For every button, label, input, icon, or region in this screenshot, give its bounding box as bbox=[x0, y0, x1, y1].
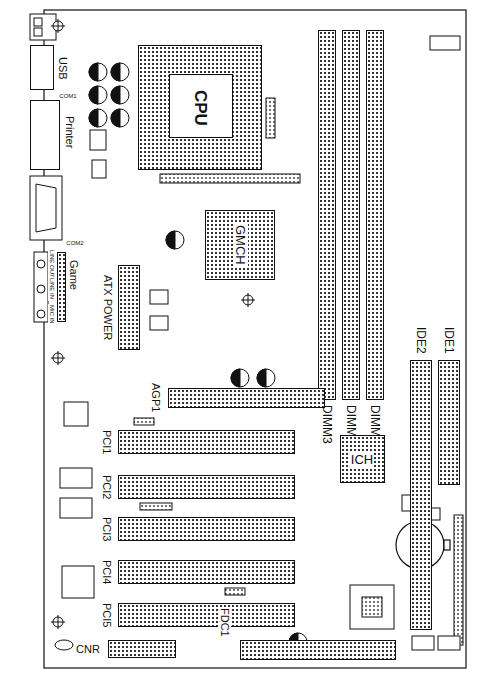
audio-jacks bbox=[37, 285, 45, 293]
part-label: FDC1 bbox=[218, 607, 231, 638]
mounting-hole bbox=[51, 19, 325, 659]
ic-chip bbox=[350, 585, 394, 629]
ic-chip bbox=[60, 36, 460, 650]
part-label: PCI2 bbox=[100, 474, 113, 500]
part-label: IDE1 bbox=[442, 326, 456, 355]
io-ports bbox=[30, 14, 56, 40]
port-label: LINE OUT bbox=[48, 249, 56, 279]
pci-slot: PCI1 bbox=[118, 430, 295, 454]
io-ports bbox=[34, 28, 42, 36]
audio-jacks bbox=[37, 260, 45, 268]
pin-header bbox=[266, 98, 275, 138]
pin-header bbox=[140, 503, 172, 510]
pci-slot: PCI5 bbox=[118, 603, 295, 627]
part-label: IDE2 bbox=[414, 326, 428, 355]
part-label: PCI4 bbox=[100, 559, 113, 585]
part-label: ICH bbox=[350, 452, 374, 467]
capacitor bbox=[166, 231, 184, 249]
mounting-hole bbox=[51, 615, 65, 629]
part-label: PCI5 bbox=[100, 602, 113, 628]
port-label: MIC IN bbox=[48, 304, 56, 325]
usb-port: USB bbox=[30, 45, 54, 90]
pin-header bbox=[160, 174, 300, 183]
capacitor bbox=[257, 369, 266, 387]
capacitor bbox=[166, 231, 175, 249]
game-port: Game bbox=[57, 252, 66, 322]
port-label: LINE IN bbox=[48, 277, 56, 300]
memory-slot: DIMM1 bbox=[366, 30, 384, 400]
ic-chip bbox=[64, 402, 88, 426]
ide-connector: IDE2 bbox=[410, 360, 432, 630]
audio-jacks bbox=[34, 252, 48, 322]
port-label: COM2 bbox=[65, 239, 84, 247]
part-label: Printer bbox=[63, 115, 76, 149]
capacitor bbox=[231, 369, 240, 387]
part-label: PCI3 bbox=[100, 516, 113, 542]
ic-chip bbox=[412, 636, 434, 650]
capacitor bbox=[89, 63, 120, 127]
capacitor bbox=[231, 369, 249, 387]
capacitor bbox=[257, 369, 275, 387]
pin-header bbox=[454, 515, 463, 645]
audio-jacks bbox=[34, 252, 48, 322]
transistor bbox=[92, 160, 106, 178]
ic-chip bbox=[430, 36, 460, 50]
pci-slot: PCI4 bbox=[118, 560, 295, 584]
memory-slot: DIMM3 bbox=[318, 30, 336, 400]
part-label: DIMM3 bbox=[320, 404, 334, 445]
part-label: USB bbox=[56, 56, 69, 81]
part-label: CNR bbox=[75, 643, 101, 656]
battery bbox=[444, 540, 450, 550]
power-connector: ATX POWER bbox=[118, 265, 140, 350]
port-label: COM1 bbox=[58, 92, 77, 100]
io-ports bbox=[34, 18, 42, 26]
part-label: AGP1 bbox=[149, 382, 162, 413]
transistor bbox=[150, 316, 168, 330]
part-label: PCI1 bbox=[100, 429, 113, 455]
ich-chip: ICH bbox=[340, 435, 385, 483]
cnr-slot: CNR bbox=[108, 640, 176, 658]
pin-header bbox=[225, 588, 245, 595]
io-ports bbox=[30, 14, 62, 240]
io-ports bbox=[30, 176, 62, 240]
ic-chip bbox=[60, 468, 92, 488]
pci-slot: PCI3 bbox=[118, 517, 295, 541]
floppy-connector: FDC1 bbox=[240, 640, 396, 660]
ide-connector: IDE1 bbox=[438, 360, 460, 485]
memory-slot: DIMM2 bbox=[342, 30, 360, 400]
part-label: Game bbox=[67, 259, 80, 291]
part-label: CPU bbox=[191, 89, 210, 127]
mounting-hole bbox=[51, 351, 65, 365]
part-label: ATX POWER bbox=[101, 274, 114, 341]
pci-slot: PCI2 bbox=[118, 475, 295, 499]
ic-chip bbox=[60, 498, 92, 518]
agp-slot: AGP1 bbox=[168, 388, 325, 408]
ic-chip bbox=[438, 636, 460, 650]
cpu-socket: CPU bbox=[138, 45, 262, 170]
board-outline bbox=[44, 10, 466, 668]
ic-chip bbox=[362, 597, 382, 617]
crystal bbox=[55, 640, 73, 650]
crystal bbox=[55, 640, 73, 650]
pin-header bbox=[134, 418, 154, 425]
printer-port: Printer bbox=[30, 100, 60, 170]
transistor bbox=[150, 290, 168, 304]
transistor bbox=[90, 130, 106, 150]
mounting-hole bbox=[51, 19, 65, 33]
audio-jacks bbox=[37, 310, 45, 318]
part-label: GMCH bbox=[233, 224, 248, 266]
board-outline bbox=[44, 10, 466, 668]
ic-chip bbox=[62, 566, 94, 598]
mounting-hole bbox=[241, 293, 255, 307]
io-ports bbox=[36, 184, 56, 232]
gmch-chip: GMCH bbox=[205, 210, 275, 280]
